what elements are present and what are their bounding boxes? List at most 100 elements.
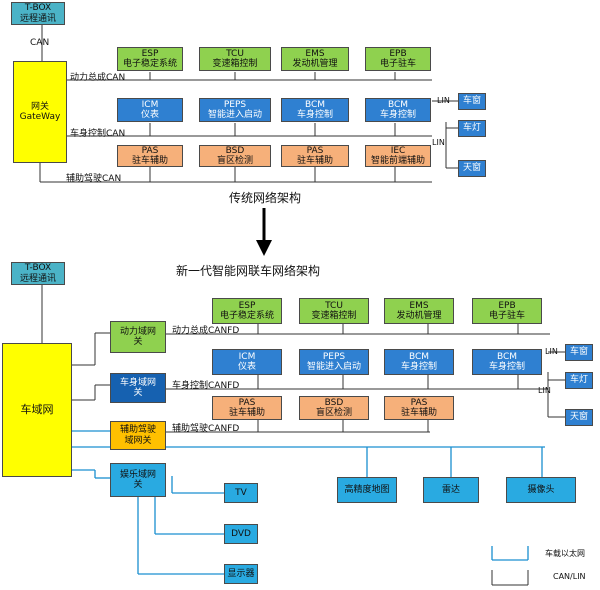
media-device-label: DVD bbox=[231, 528, 251, 539]
ecu-name: 车身控制 bbox=[400, 362, 437, 372]
bottom-lin1-label: LIN bbox=[545, 347, 558, 356]
ecu-name: 电子驻车 bbox=[379, 59, 416, 69]
ecu-code: PEPS bbox=[223, 99, 247, 110]
gateway-sublabel: 关 bbox=[133, 337, 143, 347]
ecu-name: 变速箱控制 bbox=[311, 311, 357, 321]
bottom-bus2-label: 车身控制CANFD bbox=[172, 381, 240, 391]
ecu-name: 盲区检测 bbox=[216, 156, 253, 166]
eth-device-label: 高精度地图 bbox=[344, 484, 390, 495]
vehicle-net: 车域网 bbox=[2, 343, 72, 477]
top-lin2-label: LIN bbox=[432, 138, 445, 147]
ecu-name: 仪表 bbox=[140, 110, 159, 120]
body-domain-gateway: 车身域网关 bbox=[110, 373, 166, 403]
ecu-code: EMS bbox=[409, 300, 429, 311]
gateway-label: 辅助驾驶 bbox=[119, 425, 156, 436]
gateway-sublabel: 域网关 bbox=[124, 435, 152, 446]
gateway-sublabel: GateWay bbox=[19, 112, 61, 122]
ecu-name: 智能进入启动 bbox=[306, 362, 361, 372]
ecu-name: 智能前端辅助 bbox=[370, 156, 425, 166]
top-lin-light: 车灯 bbox=[458, 120, 486, 137]
bottom-bus3-label: 辅助驾驶CANFD bbox=[172, 424, 240, 434]
ecu-code: PAS bbox=[410, 397, 428, 408]
down-arrow-icon bbox=[256, 208, 272, 256]
ecu-name: 驻车辅助 bbox=[228, 408, 265, 418]
ecu-name: 盲区检测 bbox=[315, 408, 352, 418]
ecu-code: ESP bbox=[238, 300, 256, 311]
ecu-code: PEPS bbox=[322, 351, 346, 362]
ecu-code: ICM bbox=[238, 351, 256, 362]
vehicle-net-label: 车域网 bbox=[20, 402, 54, 416]
radar-device: 雷达 bbox=[423, 477, 479, 503]
ecu-code: TCU bbox=[325, 300, 343, 311]
top-caption: 传统网络架构 bbox=[229, 191, 302, 205]
top-bus3-label: 辅助驾驶CAN bbox=[66, 174, 122, 184]
lin-device-label: 天窗 bbox=[569, 412, 588, 423]
ecu-code: PAS bbox=[306, 145, 324, 156]
ecu-name: 电子稳定系统 bbox=[219, 311, 274, 321]
ecu-name: 仪表 bbox=[237, 362, 256, 372]
ecu-code: BCM bbox=[408, 351, 430, 362]
tbox-label: T-BOX bbox=[24, 263, 52, 274]
ecu-code: BCM bbox=[304, 99, 326, 110]
top-can-label: CAN bbox=[30, 38, 50, 48]
ecu-name: 发动机管理 bbox=[292, 59, 338, 69]
ecu-code: EPB bbox=[498, 300, 516, 311]
lin-device-label: 车窗 bbox=[569, 347, 588, 358]
ecu-name: 车身控制 bbox=[379, 110, 416, 120]
ecu-code: TCU bbox=[226, 48, 244, 59]
legend-can-lin: CAN/LIN bbox=[553, 572, 586, 581]
gateway-label: 车身域网 bbox=[119, 377, 156, 388]
top-bus1-label: 动力总成CAN bbox=[70, 73, 126, 83]
tv-device: TV bbox=[224, 483, 258, 503]
ecu-code: EMS bbox=[305, 48, 325, 59]
ecu-name: 电子驻车 bbox=[488, 311, 525, 321]
top-tbox: T-BOX 远程通讯 bbox=[11, 2, 65, 25]
gateway-sublabel: 关 bbox=[133, 388, 143, 398]
bottom-lin-sunroof: 天窗 bbox=[565, 409, 593, 426]
ecu-code: BSD bbox=[225, 145, 245, 156]
camera-device: 摄像头 bbox=[506, 477, 576, 503]
ecu-code: EPB bbox=[389, 48, 407, 59]
ecu-code: PAS bbox=[238, 397, 256, 408]
hd-map-device: 高精度地图 bbox=[337, 477, 397, 503]
ecu-name: 智能进入启动 bbox=[207, 110, 262, 120]
tbox-label: T-BOX bbox=[24, 3, 52, 14]
lin-device-label: 天窗 bbox=[462, 163, 481, 174]
top-gateway: 网关 GateWay bbox=[13, 61, 67, 163]
eth-device-label: 雷达 bbox=[441, 484, 460, 495]
gateway-label: 网关 bbox=[30, 101, 49, 112]
infotainment-domain-gateway: 娱乐域网关 bbox=[110, 463, 166, 497]
ecu-code: IEC bbox=[390, 145, 406, 156]
dvd-device: DVD bbox=[224, 524, 258, 544]
ecu-name: 车身控制 bbox=[488, 362, 525, 372]
bottom-bus1-label: 动力总成CANFD bbox=[172, 326, 240, 336]
tbox-sublabel: 远程通讯 bbox=[19, 273, 56, 284]
gateway-sublabel: 关 bbox=[133, 480, 143, 490]
bottom-lin-window: 车窗 bbox=[565, 344, 593, 361]
lin-device-label: 车窗 bbox=[462, 96, 481, 107]
bottom-caption: 新一代智能网联车网络架构 bbox=[176, 264, 321, 278]
gateway-label: 娱乐域网 bbox=[119, 469, 156, 480]
ecu-name: 电子稳定系统 bbox=[122, 59, 177, 69]
ecu-name: 车身控制 bbox=[296, 110, 333, 120]
ecu-code: BCM bbox=[387, 99, 409, 110]
ecu-code: BCM bbox=[496, 351, 518, 362]
display-device: 显示器 bbox=[224, 564, 258, 584]
ecu-name: 驻车辅助 bbox=[296, 156, 333, 166]
top-lin-window: 车窗 bbox=[458, 93, 486, 110]
